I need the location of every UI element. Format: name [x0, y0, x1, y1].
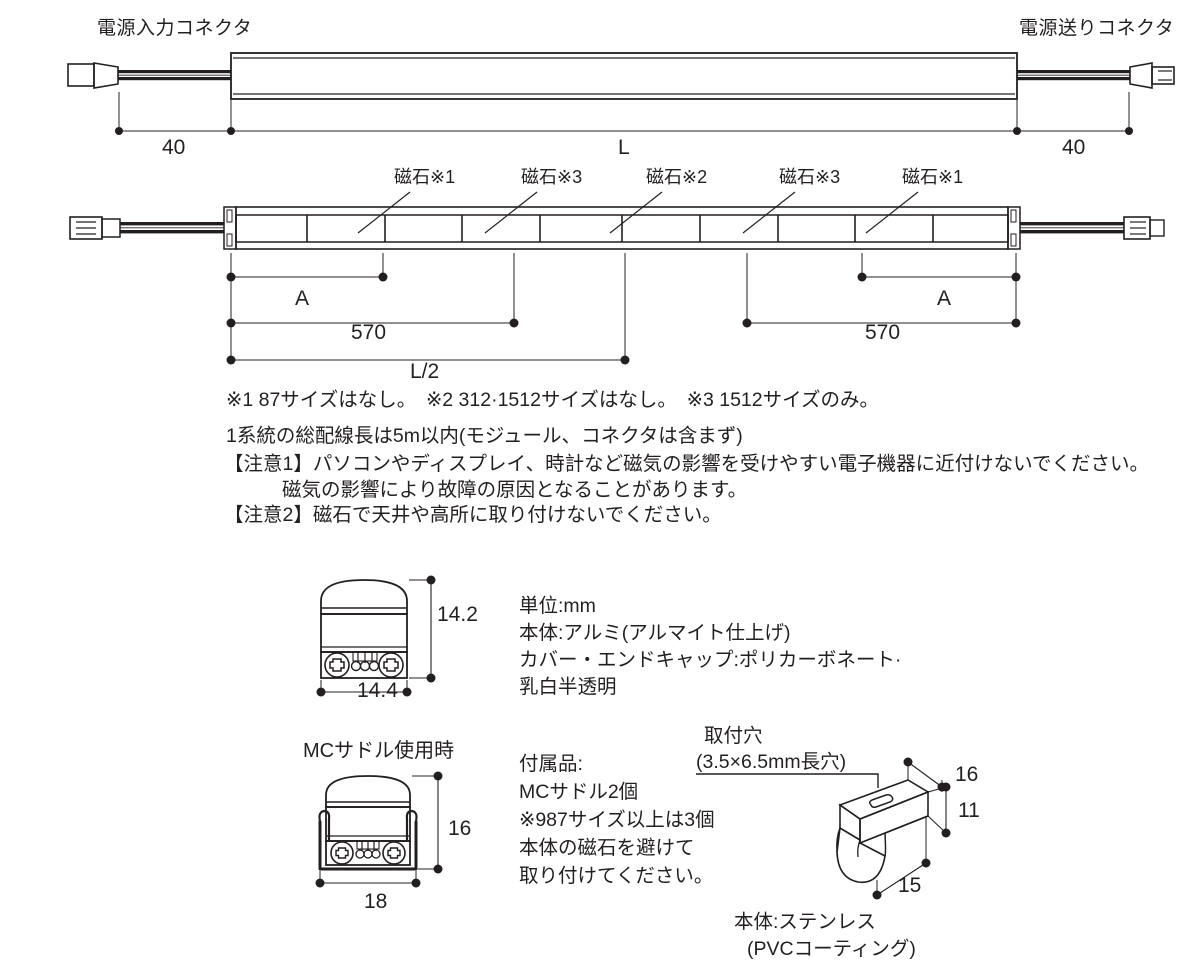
- magnet-label-1: 磁石※1: [394, 167, 456, 187]
- saddle-width-dimension: [315, 871, 421, 888]
- section-dimension-lines: [226, 253, 1021, 365]
- profile-width-dimension: [316, 680, 412, 697]
- material-spec-line-1: 単位:mm: [519, 595, 596, 617]
- mc-saddle-arms: [318, 809, 418, 841]
- mounting-hole-label-1: 取付穴: [704, 725, 763, 747]
- housing-outline: [235, 206, 1009, 250]
- saddle-screw-right-icon: [382, 841, 406, 865]
- iso-dim-15: 15: [898, 874, 922, 897]
- saddle-screw-left-icon: [330, 841, 354, 865]
- dim-total-L: L: [618, 136, 630, 159]
- mc-saddle-bracket-icon: [318, 821, 418, 871]
- iso-dim-11-lines: [927, 782, 951, 838]
- saddle-isometric-diagram: [696, 757, 951, 900]
- dim-A-right: A: [937, 287, 952, 310]
- accessory-line-1: 付属品:: [519, 753, 583, 775]
- module-body-outline: [230, 52, 1018, 100]
- top-view-dimension-lines: [115, 92, 1133, 135]
- profile-dim-width: 14.4: [357, 679, 398, 702]
- magnet-label-4: 磁石※3: [779, 167, 841, 187]
- caution1-line1: 【注意1】パソコンやディスプレイ、時計など磁気の影響を受けやすい電子機器に近付け…: [224, 453, 1150, 475]
- saddle-material-line-1: 本体:ステンレス: [734, 911, 876, 933]
- caution1-line2: 磁気の影響により故障の原因となることがあります。: [282, 479, 748, 501]
- accessory-line-2: MCサドル2個: [519, 781, 639, 803]
- saddle-magnet-icons: [355, 840, 381, 859]
- profile-dim-height: 14.2: [437, 603, 478, 626]
- dim-570-right: 570: [865, 321, 901, 344]
- section-view-diagram: [69, 191, 1165, 365]
- footnotes-line: ※1 87サイズはなし。 ※2 312·1512サイズはなし。 ※3 1512サ…: [226, 389, 880, 411]
- iso-dim-16-lines: [903, 757, 947, 792]
- wiring-note-line: 1系統の総配線長は5m以内(モジュール、コネクタは含まず): [226, 425, 743, 447]
- right-connector-label: 電源送りコネクタ: [1019, 18, 1175, 39]
- right-endcap: [1007, 206, 1021, 250]
- dim-A-left: A: [295, 287, 310, 310]
- saddle-dim-width: 18: [364, 890, 388, 913]
- saddle-dim-height: 16: [448, 817, 472, 840]
- dim-half-L: L/2: [410, 360, 440, 383]
- section-right-connector-icon: [1020, 216, 1165, 240]
- profile-height-dimension: [409, 575, 436, 683]
- dim-left-40: 40: [162, 136, 186, 159]
- top-view-diagram: [67, 52, 1175, 135]
- iso-dim-15-lines: [872, 816, 931, 900]
- profile-screw-right-icon: [378, 652, 404, 678]
- mounting-slot-hole: [868, 794, 894, 808]
- accessory-line-3: ※987サイズ以上は3個: [519, 809, 715, 831]
- saddle-cross-section-diagram: [315, 771, 443, 888]
- dim-570-left: 570: [351, 321, 387, 344]
- magnet-label-2: 磁石※3: [521, 167, 583, 187]
- material-spec-line-2: 本体:アルミ(アルマイト仕上げ): [519, 622, 791, 644]
- mounting-hole-label-2: (3.5×6.5mm長穴): [696, 751, 847, 773]
- caution2-line: 【注意2】磁石で天井や高所に取り付けないでください。: [224, 504, 722, 526]
- profile-screw-left-icon: [324, 652, 350, 678]
- material-spec-line-4: 乳白半透明: [519, 676, 617, 698]
- profile-magnet-icons: [350, 651, 380, 672]
- dim-right-40: 40: [1062, 136, 1086, 159]
- saddle-section-title: MCサドル使用時: [303, 740, 455, 762]
- mounting-hole-leader: [696, 773, 879, 788]
- iso-dim-16: 16: [955, 763, 979, 786]
- section-left-connector-icon: [69, 216, 224, 240]
- magnet-label-3: 磁石※2: [646, 167, 708, 187]
- accessory-line-5: 取り付けてください。: [519, 865, 714, 887]
- saddle-height-dimension: [412, 771, 443, 874]
- magnet-label-5: 磁石※1: [902, 167, 964, 187]
- right-power-connector-icon: [1017, 62, 1175, 89]
- left-connector-label: 電源入力コネクタ: [97, 18, 253, 39]
- magnet-leader-lines: [357, 191, 919, 234]
- left-power-connector-icon: [67, 62, 231, 89]
- accessory-line-4: 本体の磁石を避けて: [519, 837, 695, 859]
- material-spec-line-3: カバー・エンドキャップ:ポリカーボネート·: [519, 649, 902, 671]
- left-endcap: [223, 206, 237, 250]
- profile-cross-section-diagram: [316, 575, 436, 697]
- iso-dim-11: 11: [958, 799, 980, 822]
- saddle-material-line-2: (PVCコーティング): [747, 938, 916, 960]
